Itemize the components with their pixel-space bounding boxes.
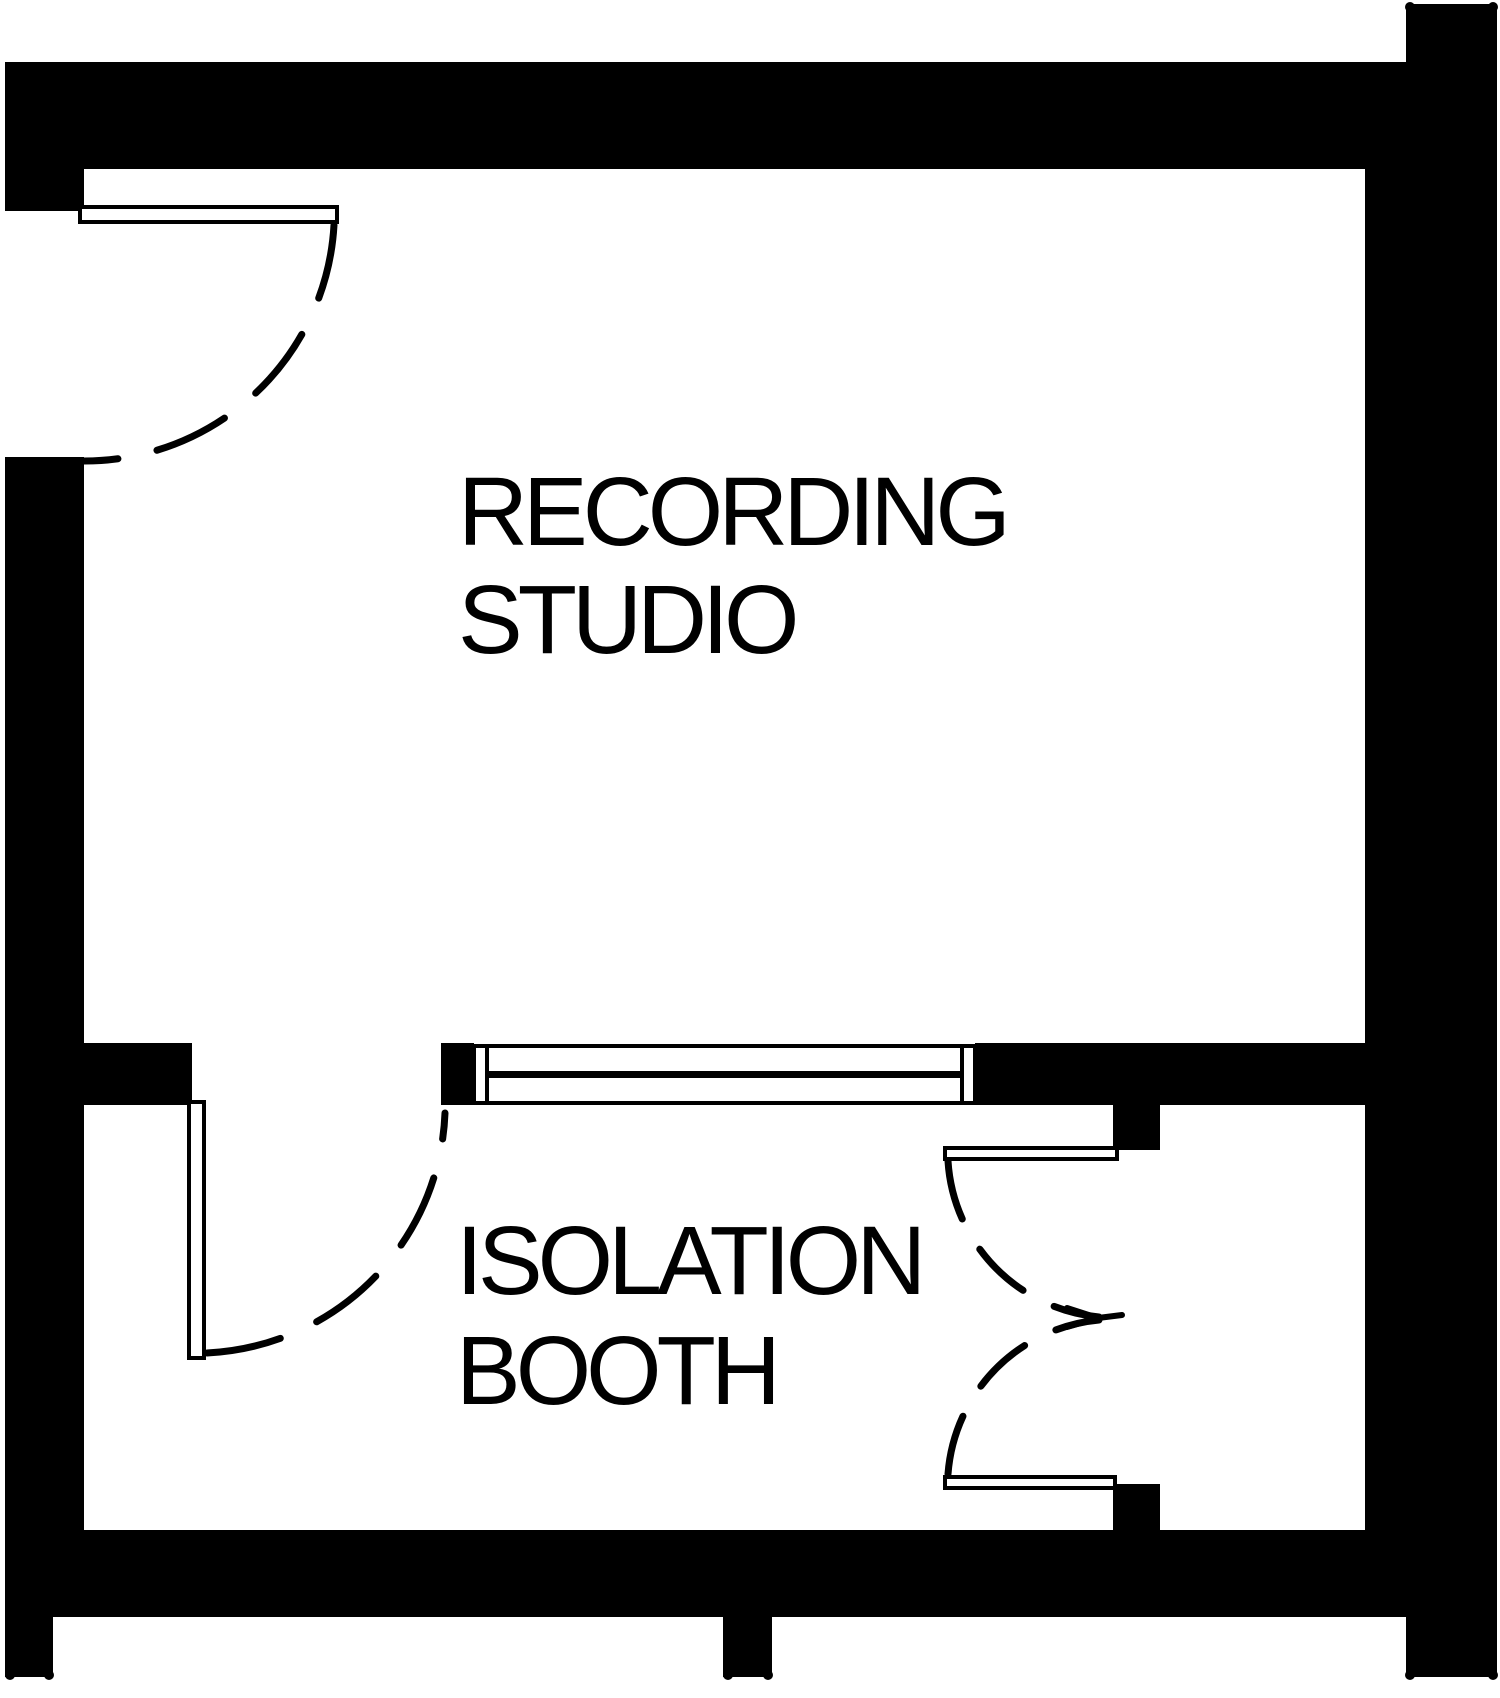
door-leaf-top	[943, 1146, 1119, 1161]
booth-entry-door	[187, 1100, 449, 1360]
wall-bottom-right-protrusion	[1406, 1617, 1497, 1677]
wall-outline-caps	[5, 2, 1498, 1680]
door-leaf	[187, 1100, 206, 1360]
door-swing-arc	[203, 1109, 449, 1357]
wall-partition-left-segment	[84, 1043, 192, 1105]
booth-double-door	[943, 1146, 1125, 1490]
wall-partition-window-jamb	[441, 1043, 474, 1105]
room-label-recording-studio: RECORDING STUDIO	[458, 457, 1011, 674]
door-leaf-bottom	[943, 1475, 1117, 1490]
wall-stub-double-door-bottom	[1113, 1484, 1160, 1530]
wall-right	[1365, 62, 1497, 1617]
window-end-cap-right	[960, 1044, 977, 1105]
window-end-cap-left	[472, 1044, 489, 1105]
room-label-line: ISOLATION	[456, 1206, 926, 1315]
door-leaf	[78, 205, 339, 224]
room-label-isolation-booth: ISOLATION BOOTH	[456, 1206, 926, 1426]
wall-stub-double-door-top	[1113, 1105, 1160, 1150]
swing-direction-arrow-icon	[1064, 1305, 1125, 1330]
wall-bottom	[5, 1530, 1406, 1617]
room-label-line: BOOTH	[456, 1316, 781, 1425]
wall-left-main	[5, 457, 84, 1617]
room-label-line: STUDIO	[458, 565, 799, 674]
studio-booth-window	[472, 1044, 977, 1105]
wall-top	[5, 62, 1497, 169]
wall-bottom-left-protrusion	[5, 1617, 53, 1677]
room-label-line: RECORDING	[458, 457, 1011, 566]
door-swing-arc	[79, 221, 338, 465]
wall-partition-right-segment	[975, 1043, 1365, 1105]
wall-top-right-protrusion	[1406, 4, 1497, 64]
door-swing-arc-top	[944, 1157, 1103, 1321]
door-swing-arc-bottom	[944, 1316, 1103, 1478]
wall-left-upper	[5, 62, 84, 211]
walls	[5, 2, 1498, 1680]
wall-bottom-middle-protrusion	[723, 1617, 772, 1677]
studio-entry-door	[78, 205, 339, 465]
